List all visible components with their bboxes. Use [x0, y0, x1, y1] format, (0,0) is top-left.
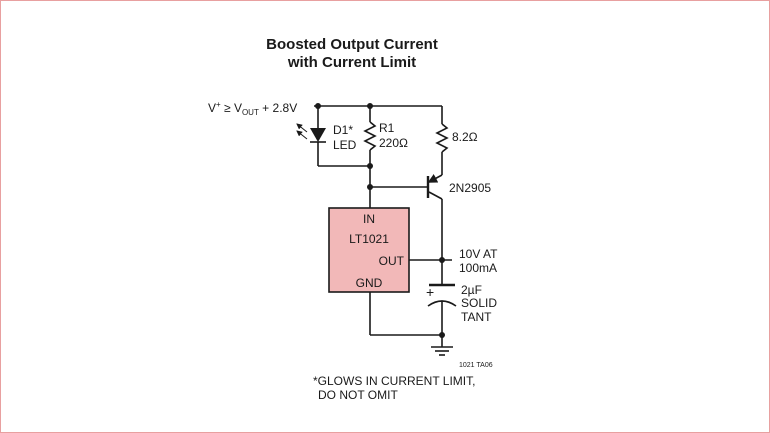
output-node: [409, 257, 452, 263]
ground-icon: [431, 346, 453, 356]
capacitor-line-2: SOLID: [461, 296, 497, 310]
d1-type: LED: [333, 138, 357, 152]
resistor-emitter: [435, 106, 449, 175]
title-line-1: Boosted Output Current: [266, 36, 438, 53]
d1-name: D1*: [333, 123, 353, 137]
resistor-r1: [363, 106, 377, 208]
ic-name: LT1021: [349, 232, 389, 246]
ic-pin-in: IN: [363, 212, 375, 226]
capacitor-line-3: TANT: [461, 310, 492, 324]
title-line-2: with Current Limit: [287, 54, 416, 71]
capacitor-polarity: +: [426, 284, 434, 300]
output-line-2: 100mA: [459, 261, 497, 275]
capacitor: [427, 283, 457, 347]
capacitor-line-1: 2µF: [461, 283, 482, 297]
ground-return: [369, 292, 445, 338]
supply-label: V+ ≥ VOUT + 2.8V: [208, 100, 297, 117]
led-d1: [310, 106, 370, 167]
footnote-line-2: DO NOT OMIT: [318, 388, 398, 402]
supply-rail: [314, 103, 442, 109]
r1-name: R1: [379, 121, 395, 135]
ic-pin-out: OUT: [379, 254, 405, 268]
r-emitter-value: 8.2Ω: [452, 130, 478, 144]
pnp-transistor: [370, 173, 443, 285]
r1-value: 220Ω: [379, 136, 408, 150]
transistor-part: 2N2905: [449, 181, 491, 195]
output-line-1: 10V AT: [459, 247, 498, 261]
ic-lt1021: [328, 207, 410, 293]
figure-id: 1021 TA06: [459, 362, 493, 369]
footnote-line-1: *GLOWS IN CURRENT LIMIT,: [313, 374, 475, 388]
ic-pin-gnd: GND: [356, 276, 383, 290]
light-emission-icon: [296, 123, 308, 140]
